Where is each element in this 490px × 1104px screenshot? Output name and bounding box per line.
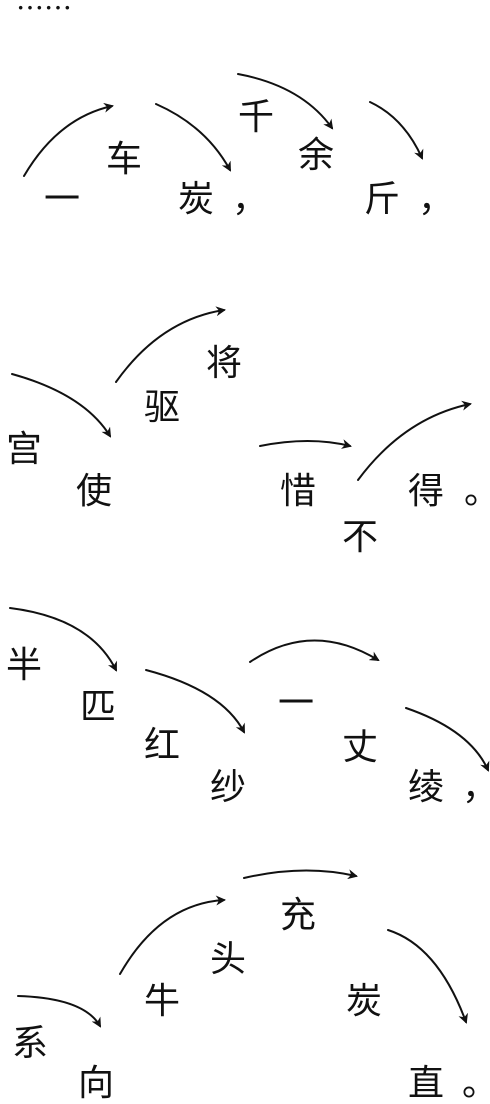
char: 牛 — [144, 981, 181, 1022]
punctuation: ， — [462, 770, 490, 806]
punctuation: 。 — [462, 1066, 490, 1102]
char: 车 — [106, 139, 143, 180]
char: 匹 — [80, 687, 117, 728]
falling-arrow — [369, 101, 424, 160]
rising-arrow — [23, 102, 114, 177]
char: 斤 — [364, 179, 401, 220]
punctuation: ， — [232, 179, 269, 220]
falling-arrow — [145, 669, 245, 734]
falling-arrow — [17, 995, 101, 1028]
punctuation: 。 — [464, 474, 490, 510]
char: 绫 — [408, 767, 445, 808]
char: 直 — [408, 1063, 445, 1104]
char: 炭 — [178, 179, 215, 220]
rising-arrow — [119, 895, 226, 975]
char: 头 — [210, 939, 247, 980]
char: 不 — [342, 517, 379, 558]
falling-arrow — [9, 607, 117, 672]
char: 红 — [144, 725, 181, 766]
char: 千 — [238, 97, 275, 138]
char: 驱 — [144, 387, 181, 428]
char: 纱 — [210, 767, 247, 808]
curve-arrow — [249, 639, 380, 663]
rising-arrow — [115, 306, 226, 383]
char: 使 — [76, 471, 113, 512]
char: 系 — [12, 1023, 49, 1064]
char: 炭 — [346, 981, 383, 1022]
char: 得 — [408, 471, 445, 512]
falling-arrow — [11, 373, 112, 438]
falling-arrow — [237, 73, 334, 130]
falling-arrow — [405, 707, 490, 772]
char: 余 — [298, 135, 335, 176]
char: 将 — [206, 343, 243, 384]
char: 丈 — [342, 727, 379, 768]
char: 充 — [280, 895, 317, 936]
punctuation: ， — [418, 179, 455, 220]
rising-arrow — [357, 400, 472, 481]
falling-arrow — [155, 103, 231, 172]
char: 半 — [6, 645, 43, 686]
char: 惜 — [280, 471, 317, 512]
ellipsis: …… — [16, 0, 72, 14]
flat-arrow — [243, 869, 358, 880]
char: 一 — [44, 179, 81, 220]
char: 宫 — [6, 429, 43, 470]
falling-arrow — [387, 929, 468, 1024]
flat-arrow — [259, 439, 352, 449]
char: 一 — [278, 683, 315, 724]
char: 向 — [78, 1063, 115, 1104]
